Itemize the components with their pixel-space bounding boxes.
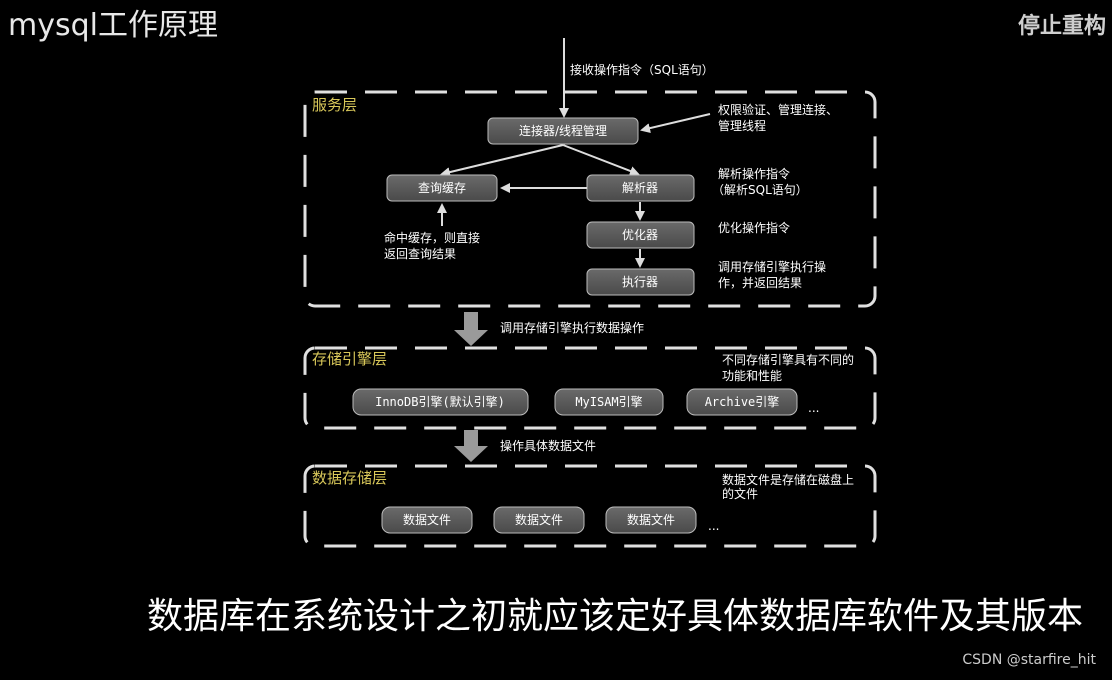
executor-note-line2: 作，并返回结果 — [718, 276, 802, 290]
arrow-label-2: 操作具体数据文件 — [500, 438, 596, 453]
executor-note-line1: 调用存储引擎执行操 — [718, 259, 826, 274]
engine-box-archive — [686, 388, 798, 416]
engine-more: ... — [808, 401, 819, 415]
storage-layer-frame — [303, 464, 877, 548]
connector-box — [487, 117, 639, 145]
engine-label-innodb: InnoDB引擎(默认引擎) — [375, 394, 505, 409]
data-file-box-2 — [493, 506, 585, 534]
optimizer-label: 优化器 — [622, 228, 658, 242]
parser-note-line1: 解析操作指令 — [718, 166, 790, 181]
engine-layer-title: 存储引擎层 — [312, 350, 387, 368]
parser-label: 解析器 — [622, 181, 658, 195]
cache-note-line2: 返回查询结果 — [384, 247, 456, 261]
engine-layer-frame — [303, 346, 877, 430]
down-arrow-1 — [454, 312, 488, 346]
data-file-label-2: 数据文件 — [515, 512, 563, 527]
connector-note-line1: 权限验证、管理连接、 — [718, 102, 838, 117]
storage-note-line1: 数据文件是存储在磁盘上 — [722, 472, 854, 487]
query-cache-label: 查询缓存 — [418, 181, 466, 195]
arrow-label-1: 调用存储引擎执行数据操作 — [500, 320, 644, 335]
engine-note-line2: 功能和性能 — [722, 369, 782, 383]
data-file-box-1 — [381, 506, 473, 534]
executor-label: 执行器 — [622, 275, 658, 289]
query-cache-box — [386, 174, 498, 202]
engine-note-line1: 不同存储引擎具有不同的 — [722, 352, 854, 367]
storage-note-line2: 的文件 — [722, 486, 758, 501]
video-subtitle: 数据库在系统设计之初就应该定好具体数据库软件及其版本 — [146, 596, 1083, 637]
video-title: mysql工作原理 — [8, 8, 218, 43]
to-cache-arrow — [440, 144, 564, 177]
data-file-label-3: 数据文件 — [627, 512, 675, 527]
optimizer-note: 优化操作指令 — [718, 220, 790, 235]
connector-note-arrow — [640, 113, 711, 134]
connector-note-line2: 管理线程 — [718, 118, 766, 133]
engine-label-archive: Archive引擎 — [705, 394, 780, 409]
engine-box-innodb — [352, 388, 529, 416]
storage-more: ... — [708, 519, 719, 533]
service-layer-frame — [303, 90, 877, 308]
down-arrow-2 — [454, 430, 488, 462]
input-label: 接收操作指令（SQL语句） — [570, 62, 714, 77]
cache-note-line1: 命中缓存，则直接 — [384, 230, 480, 245]
engine-label-myisam: MyISAM引擎 — [575, 394, 642, 409]
data-file-box-3 — [605, 506, 697, 534]
csdn-watermark: CSDN @starfire_hit — [962, 652, 1096, 668]
executor-box — [586, 268, 695, 296]
service-layer-title: 服务层 — [312, 96, 357, 114]
to-parser-arrow — [562, 144, 640, 176]
parser-note-line2: （解析SQL语句） — [712, 183, 808, 197]
data-file-label-1: 数据文件 — [403, 512, 451, 527]
storage-layer-title: 数据存储层 — [312, 469, 387, 487]
corner-text: 停止重构 — [1017, 14, 1106, 39]
connector-label: 连接器/线程管理 — [519, 123, 607, 138]
optimizer-box — [586, 221, 695, 249]
engine-box-myisam — [554, 388, 664, 416]
